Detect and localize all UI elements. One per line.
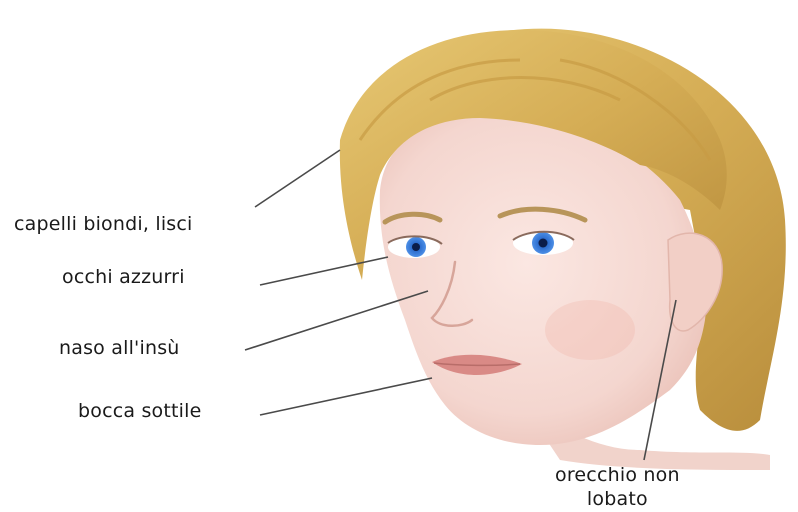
label-ear-line2: lobato (555, 487, 680, 511)
label-nose: naso all'insù (59, 337, 180, 359)
leader-line-eyes (260, 257, 388, 285)
label-hair: capelli biondi, lisci (14, 213, 193, 235)
label-mouth: bocca sottile (78, 400, 202, 422)
label-ear: orecchio non lobato (555, 463, 680, 511)
leader-line-hair (255, 150, 340, 207)
leader-line-nose (245, 291, 428, 350)
label-eyes: occhi azzurri (62, 266, 185, 288)
label-ear-line1: orecchio non (555, 463, 680, 487)
leader-line-mouth (260, 378, 432, 415)
